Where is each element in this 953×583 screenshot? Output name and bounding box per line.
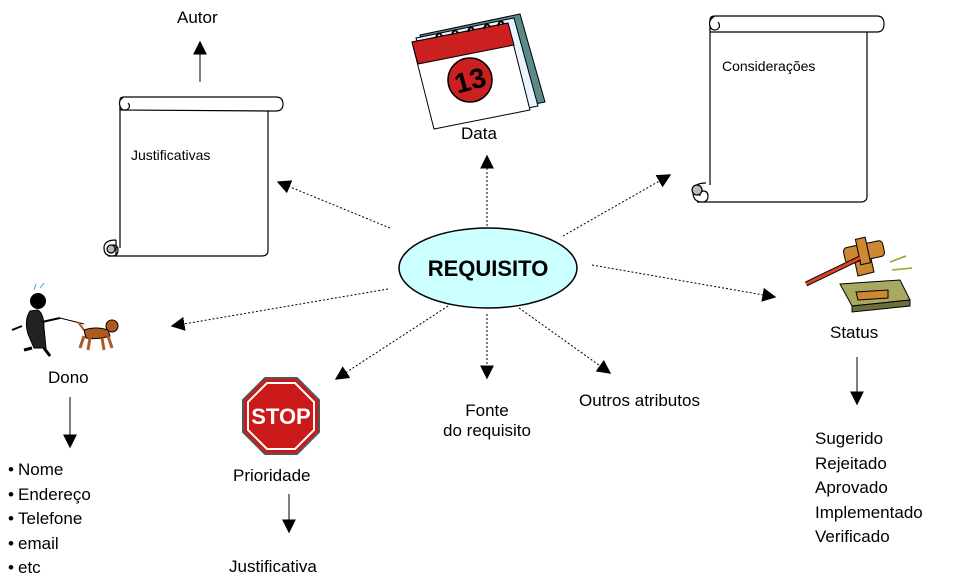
connector-dono (170, 288, 389, 331)
owner-item: •Nome (8, 458, 91, 483)
owner-item: •email (8, 532, 91, 557)
bullet-icon: • (8, 533, 14, 553)
status-list: Sugerido Rejeitado Aprovado Implementado… (815, 427, 923, 550)
justificativas-label: Justificativas (131, 147, 211, 163)
owner-item: •Telefone (8, 507, 91, 532)
bullet-icon: • (8, 558, 14, 577)
owner-label: Dono (48, 368, 89, 387)
dog-walker-icon (11, 282, 119, 357)
connector-prioridade (334, 305, 449, 380)
owner-item: •etc (8, 556, 91, 581)
status-item: Aprovado (815, 478, 888, 497)
owner-item-text: Nome (18, 460, 64, 479)
solid-arrows (63, 40, 864, 534)
status-item: Sugerido (815, 429, 884, 448)
owner-item-text: etc (18, 558, 41, 577)
connector-status (591, 264, 777, 302)
consideracoes-label: Considerações (722, 58, 816, 74)
owner-item-text: Telefone (18, 509, 83, 528)
owner-list: •Nome •Endereço •Telefone •email •etc (8, 458, 91, 581)
status-item: Implementado (815, 502, 923, 522)
connector-consideracoes (562, 174, 672, 237)
center-ellipse (398, 227, 578, 309)
author-label: Autor (177, 8, 218, 27)
owner-item: •Endereço (8, 483, 91, 508)
owner-item-text: Endereço (18, 484, 91, 504)
dotted-connectors (170, 154, 777, 380)
priority-label: Prioridade (233, 466, 311, 485)
bullet-icon: • (8, 509, 14, 528)
owner-item-text: email (18, 533, 59, 553)
others-label: Outros atributos (579, 391, 700, 410)
source-label: Fonte do requisito (425, 401, 549, 441)
scroll-justificativas (103, 96, 284, 257)
stop-sign-text: STOP (251, 404, 311, 429)
priority-sub-label: Justificativa (229, 557, 317, 576)
stop-sign-icon: STOP (242, 377, 320, 455)
source-line2: do requisito (443, 421, 531, 440)
calendar-icon: 13 (411, 13, 546, 130)
source-line1: Fonte (465, 401, 509, 420)
connector-outros (518, 307, 612, 374)
status-item: Verificado (815, 527, 890, 546)
scroll-consideracoes (691, 15, 885, 203)
bullet-icon: • (8, 484, 14, 504)
center-label: REQUISITO (428, 256, 549, 281)
connector-justificativas (276, 180, 391, 229)
status-item: Rejeitado (815, 453, 887, 473)
center-node (398, 227, 578, 309)
data-label: Data (461, 124, 497, 143)
status-label: Status (830, 323, 879, 342)
gavel-icon (804, 236, 913, 313)
bullet-icon: • (8, 460, 14, 479)
